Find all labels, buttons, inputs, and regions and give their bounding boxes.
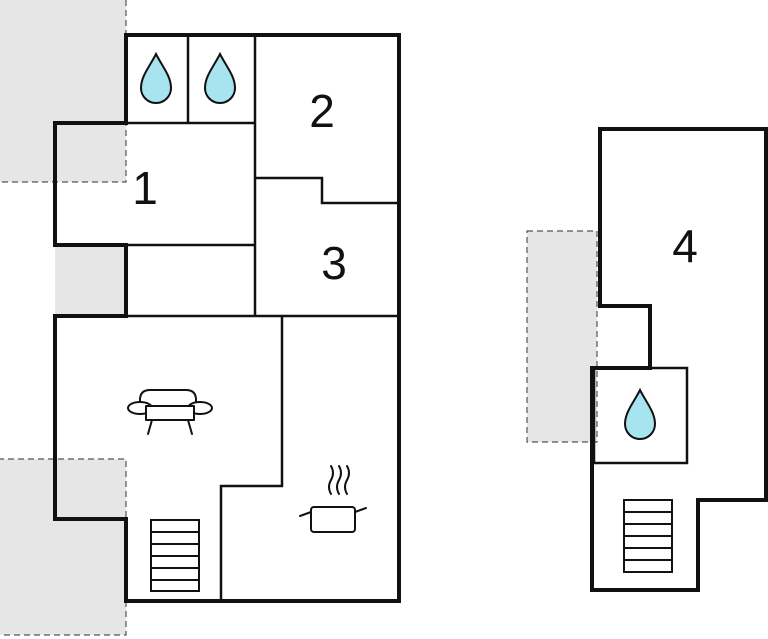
- terrace-areas: [0, 0, 598, 636]
- water-drop-icon: [203, 51, 237, 104]
- bathroom-icons: [139, 51, 657, 440]
- staircase-icon: [623, 499, 673, 573]
- main-building: [53, 33, 401, 603]
- room-label-1: 1: [132, 162, 158, 214]
- wall-living-kitchen: [219, 316, 284, 601]
- room-label-3: 3: [321, 237, 347, 289]
- annex-building-outline: [590, 127, 768, 592]
- room-label-4: 4: [672, 220, 698, 272]
- cooking-pot-icon: [299, 465, 367, 533]
- sofa-icon: [127, 389, 213, 435]
- staircase-icon: [150, 519, 200, 592]
- terrace-right: [526, 230, 598, 443]
- wall-room2-bottom: [255, 176, 399, 205]
- room-label-2: 2: [309, 85, 335, 137]
- terrace-bottom-left: [0, 458, 127, 636]
- annex-building: [590, 127, 768, 592]
- terrace-top-left: [0, 0, 127, 183]
- annex-bathroom: [592, 366, 689, 465]
- terrace-middle-left: [55, 245, 126, 315]
- water-drop-icon: [623, 387, 657, 440]
- water-drop-icon: [139, 51, 173, 104]
